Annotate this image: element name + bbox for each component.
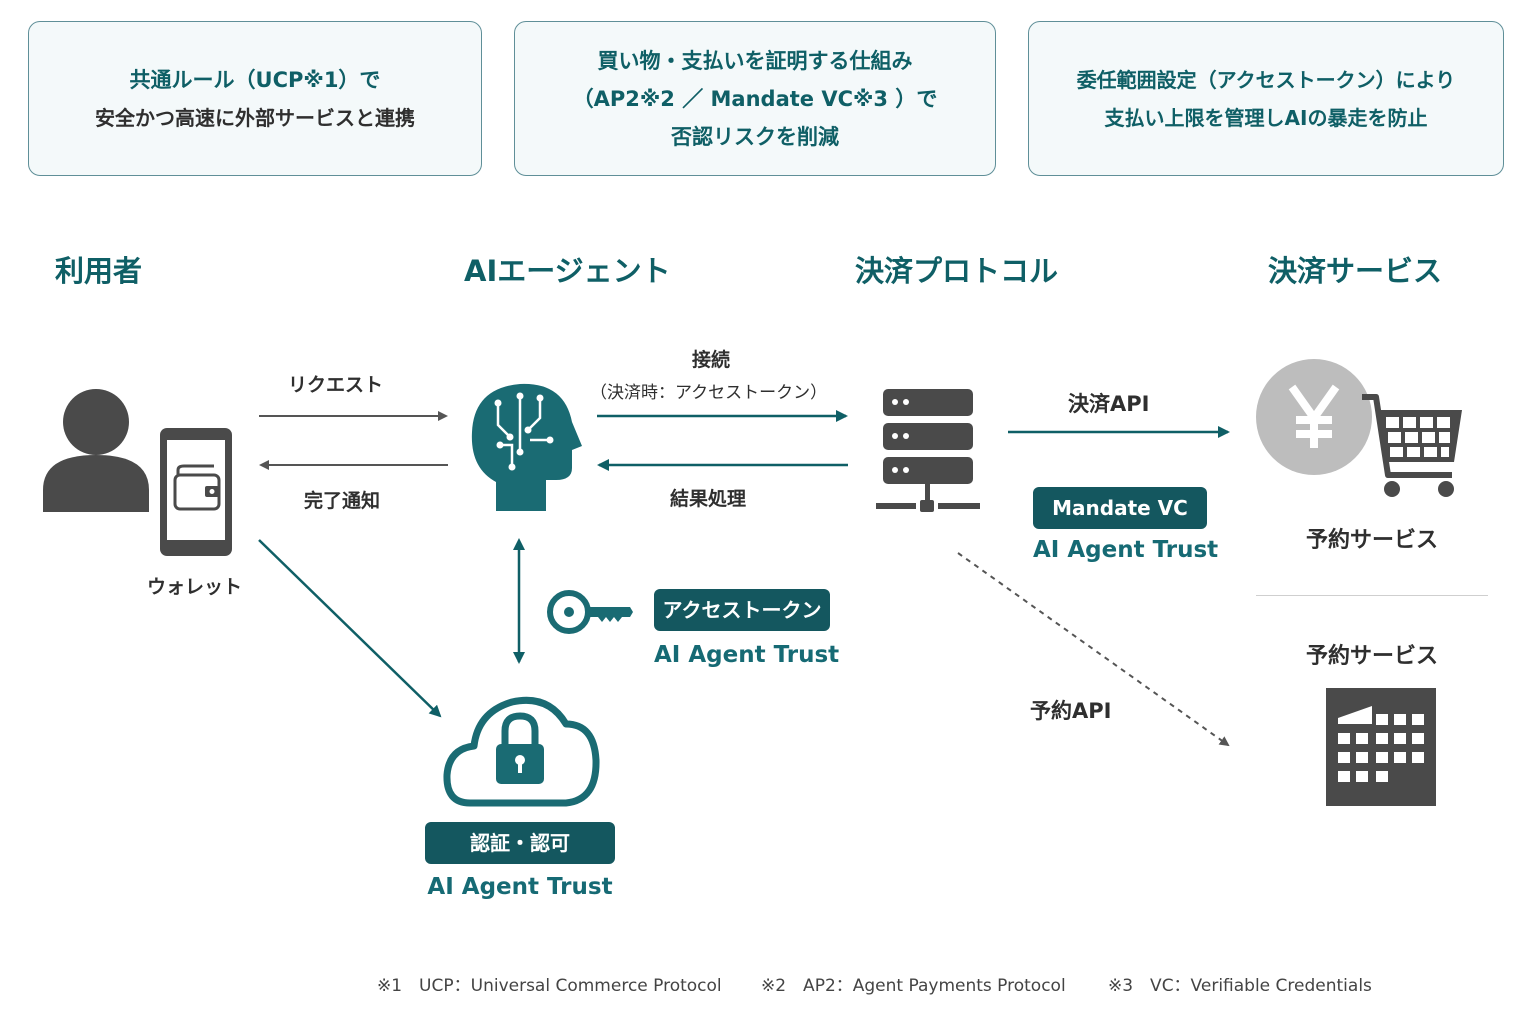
reserve-service-label-2: 予約サービス bbox=[1306, 644, 1439, 669]
result-label: 結果処理 bbox=[670, 488, 747, 510]
footnote-ucp: ※1 UCP：Universal Commerce Protocol bbox=[377, 976, 722, 996]
wallet-label: ウォレット bbox=[147, 576, 243, 598]
feature-box-token: 委任範囲設定（アクセストークン）により 支払い上限を管理しAIの暴走を防止 bbox=[1028, 21, 1504, 176]
service-divider bbox=[1256, 595, 1488, 596]
feature-box-ap2: 買い物・支払いを証明する仕組み （AP2※2 ／ Mandate VC※3 ）で… bbox=[514, 21, 996, 176]
key-icon bbox=[547, 590, 633, 634]
wallet-auth-arrow bbox=[258, 539, 442, 718]
ai-head-icon bbox=[471, 383, 582, 511]
column-heading-agent: AIエージェント bbox=[464, 254, 671, 288]
mandate-trust-label: AI Agent Trust bbox=[1033, 537, 1219, 563]
access-token-badge: アクセストークン bbox=[654, 589, 830, 631]
request-label: リクエスト bbox=[288, 374, 384, 396]
feature-box-ap2-line-2: （AP2※2 ／ Mandate VC※3 ）で bbox=[572, 86, 938, 111]
column-heading-service: 決済サービス bbox=[1268, 254, 1443, 288]
feature-box-ap2-line-1: 買い物・支払いを証明する仕組み bbox=[597, 48, 913, 73]
calendar-icon bbox=[1326, 688, 1436, 806]
feature-box-token-line-2: 支払い上限を管理しAIの暴走を防止 bbox=[1104, 105, 1428, 130]
yen-coin-icon bbox=[1256, 359, 1372, 475]
mandate-vc-badge: Mandate VC bbox=[1033, 487, 1207, 529]
person-icon bbox=[43, 389, 149, 512]
footnote-vc: ※3 VC：Verifiable Credentials bbox=[1108, 976, 1372, 996]
column-heading-user: 利用者 bbox=[55, 254, 143, 288]
auth-trust-label: AI Agent Trust bbox=[427, 874, 613, 900]
cloud-lock-icon bbox=[443, 696, 600, 807]
reserve-api-label: 予約API bbox=[1030, 699, 1112, 723]
feature-box-token-line-1: 委任範囲設定（アクセストークン）により bbox=[1076, 67, 1456, 92]
agent-auth-arrowhead-top bbox=[513, 538, 525, 550]
footnote-ap2: ※2 AP2：Agent Payments Protocol bbox=[761, 976, 1066, 996]
done-label: 完了通知 bbox=[304, 490, 381, 512]
feature-box-ucp-line-1: 共通ルール（UCP※1）で bbox=[129, 67, 381, 92]
connect-label: 接続 bbox=[692, 349, 731, 371]
connect-sub-label: （決済時：アクセストークン） bbox=[590, 383, 828, 403]
feature-box-ucp: 共通ルール（UCP※1）で 安全かつ高速に外部サービスと連携 bbox=[28, 21, 482, 176]
pay-api-label: 決済API bbox=[1068, 392, 1150, 416]
access-token-trust-label: AI Agent Trust bbox=[654, 642, 840, 668]
wallet-phone-icon bbox=[160, 428, 232, 556]
reserve-service-label-1: 予約サービス bbox=[1306, 528, 1439, 553]
feature-box-ucp-line-2: 安全かつ高速に外部サービスと連携 bbox=[95, 105, 415, 130]
auth-badge: 認証・認可 bbox=[425, 822, 615, 864]
server-icon bbox=[876, 389, 980, 512]
feature-box-ap2-line-3: 否認リスクを削減 bbox=[671, 124, 839, 149]
shopping-cart-icon bbox=[1362, 394, 1462, 497]
column-heading-protocol: 決済プロトコル bbox=[855, 254, 1059, 288]
